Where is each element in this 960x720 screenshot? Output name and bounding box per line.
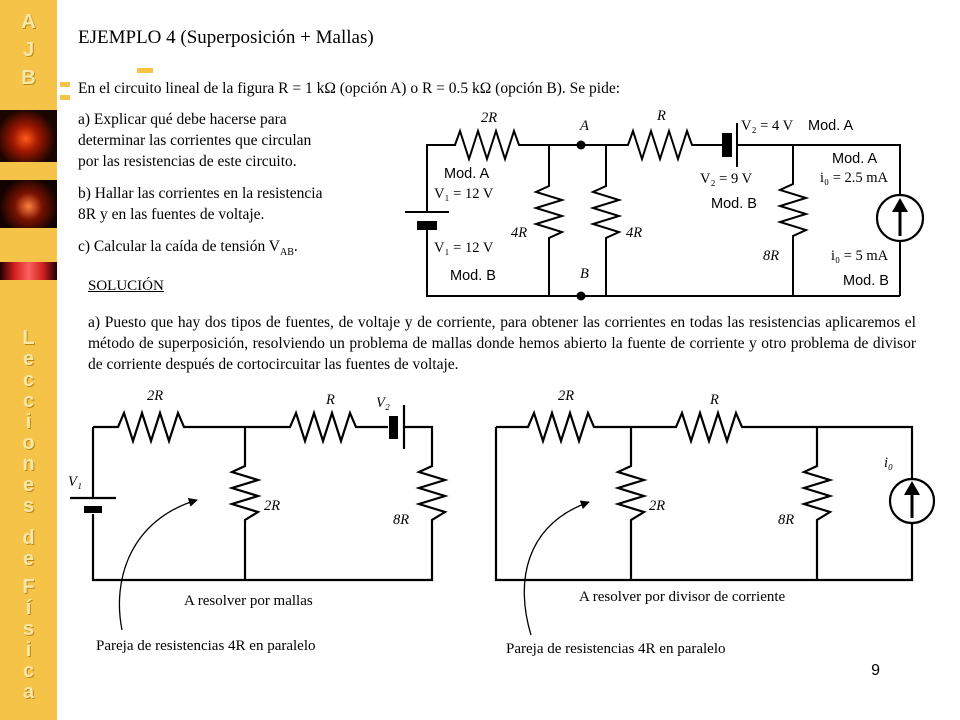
mod-b-label: Mod. B [843, 273, 889, 289]
resistor-8r [776, 176, 810, 296]
resistor-r [606, 127, 722, 163]
sidebar-initial: J [22, 39, 35, 61]
right-circuit [494, 409, 914, 582]
i0-mod-a: i₀ = 2.5 mA [820, 170, 889, 186]
question-c-subscript: AB [280, 247, 294, 259]
sidebar-letter: e [22, 474, 35, 496]
sidebar-letter: e [22, 548, 35, 570]
question-c: c) Calcular la caída de tensión VAB. [78, 236, 298, 263]
sidebar-letter: í [25, 597, 32, 619]
sidebar: A J B L e c c i o n e s d e F í s i c a [0, 0, 57, 720]
sidebar-letter: s [22, 495, 35, 517]
label-4r-right: 4R [626, 225, 643, 241]
resistor-4r-right [589, 145, 623, 296]
label-2r: 2R [264, 498, 281, 514]
node-b-label: B [580, 266, 589, 282]
mod-a-label: Mod. A [808, 118, 854, 134]
sidebar-letter: c [22, 390, 35, 412]
label-v1: V₁ [68, 474, 82, 490]
sidebar-letter: i [25, 411, 32, 433]
left-circuit [70, 405, 449, 582]
label-2r: 2R [558, 388, 575, 404]
current-source-circle [875, 193, 925, 243]
node-a-label: A [580, 118, 589, 134]
page-title: EJEMPLO 4 (Superposición + Mallas) [78, 27, 374, 48]
left-note: Pareja de resistencias 4R en paralelo [96, 638, 316, 654]
sidebar-letter: i [25, 639, 32, 661]
page-number: 9 [871, 662, 880, 679]
sidebar-initial: B [21, 67, 36, 89]
decorative-tick [60, 82, 70, 87]
decorative-photo [0, 180, 57, 228]
resistor-4r-left [532, 145, 566, 296]
sidebar-initial: A [21, 11, 36, 33]
sidebar-letter: s [22, 618, 35, 640]
solution-paragraph: a) Puesto que hay dos tipos de fuentes, … [88, 314, 916, 373]
decorative-photo [0, 110, 57, 162]
label-r: R [326, 392, 335, 408]
v1-mod-b: V₁ = 12 V [434, 240, 494, 256]
label-2r: 2R [147, 388, 164, 404]
question-b: b) Hallar las corrientes en la resistenc… [78, 183, 322, 225]
decorative-tick [137, 68, 153, 73]
left-caption: A resolver por mallas [184, 593, 313, 609]
label-v2: V₂ [376, 395, 390, 411]
right-note: Pareja de resistencias 4R en paralelo [506, 641, 726, 657]
question-c-end: . [293, 238, 298, 255]
v2-mod-b: V₂ = 9 V [700, 171, 753, 187]
sidebar-letter: o [22, 432, 35, 454]
label-8r: 8R [393, 512, 410, 528]
v2-mod-a: V₂ = 4 V [741, 118, 794, 134]
decorative-tick [60, 95, 70, 100]
v2-battery-short [722, 133, 732, 157]
question-a-line: determinar las corrientes que circulan [78, 132, 312, 149]
question-c-text: c) Calcular la caída de tensión V [78, 238, 280, 255]
sidebar-letter: n [22, 453, 35, 475]
right-caption: A resolver por divisor de corriente [579, 589, 786, 605]
mod-a-label: Mod. A [444, 166, 490, 182]
mod-b-label: Mod. B [450, 268, 496, 284]
label-8r: 8R [763, 248, 780, 264]
question-b-line: b) Hallar las corrientes en la resistenc… [78, 185, 323, 202]
sidebar-letter: c [22, 369, 35, 391]
sidebar-letter: c [22, 660, 35, 682]
label-i0: i₀ [884, 455, 894, 471]
sidebar-letter: a [22, 681, 35, 703]
label-8r: 8R [778, 512, 795, 528]
sidebar-letter: d [22, 527, 35, 549]
mod-a-label: Mod. A [832, 151, 878, 167]
problem-intro: En el circuito lineal de la figura R = 1… [78, 80, 621, 97]
v1-mod-a: V₁ = 12 V [434, 186, 494, 202]
label-r: R [657, 108, 666, 124]
question-b-line: 8R y en las fuentes de voltaje. [78, 206, 265, 223]
v1-battery-short [417, 221, 437, 230]
sidebar-letter: e [22, 348, 35, 370]
i0-mod-b: i₀ = 5 mA [831, 248, 889, 264]
label-2r: 2R [649, 498, 666, 514]
question-a: a) Explicar qué debe hacerse para determ… [78, 109, 311, 172]
label-4r-left: 4R [511, 225, 528, 241]
mod-b-label: Mod. B [711, 196, 757, 212]
node-a-dot [576, 140, 586, 150]
resistor-2r [445, 127, 549, 163]
label-2r: 2R [481, 110, 498, 126]
node-b-dot [576, 291, 586, 301]
solution-heading: SOLUCIÓN [88, 278, 164, 294]
question-a-line: por las resistencias de este circuito. [78, 153, 297, 170]
sidebar-letter: L [22, 327, 35, 349]
question-a-line: a) Explicar qué debe hacerse para [78, 111, 287, 128]
sidebar-letter: F [22, 576, 35, 598]
decorative-photo [0, 262, 57, 280]
label-r: R [710, 392, 719, 408]
current-source-circle [888, 477, 936, 525]
